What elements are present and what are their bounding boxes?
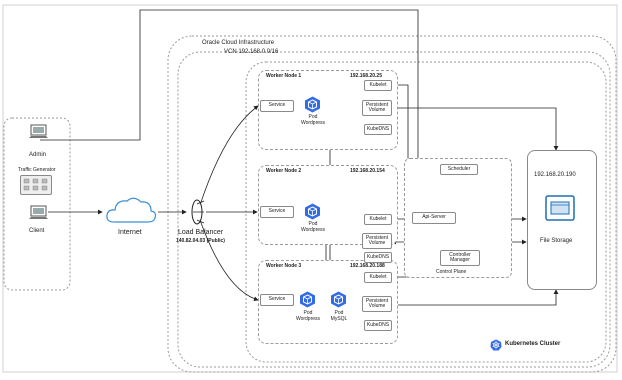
- worker-node-title: Worker Node 3: [266, 263, 302, 269]
- persistent-volume-box: Persistent Volume: [362, 100, 392, 116]
- cluster-label: Kubernetes Cluster: [505, 341, 561, 347]
- kubernetes-logo-icon: [490, 338, 502, 351]
- users-panel: [3, 117, 71, 291]
- traffic-generator-label: Traffic Generator: [18, 167, 56, 173]
- api-server-box: Api-Server: [412, 212, 456, 224]
- computer-icon: [28, 205, 50, 223]
- load-balancer-title: Load Balancer: [178, 229, 224, 236]
- control-plane-title: Control Plane: [436, 269, 467, 275]
- computer-icon: [28, 124, 50, 142]
- kubedns-box: KubeDNS: [364, 124, 392, 135]
- file-storage-ip: 192.168.20.190: [534, 172, 576, 178]
- controller-manager-box: Controller Manager: [440, 250, 480, 266]
- pod-label: Pod: [334, 310, 344, 316]
- pod-app-label: MySQL: [330, 316, 348, 322]
- pod-label: Pod: [303, 310, 313, 316]
- pod-label: Pod: [308, 114, 318, 120]
- traffic-generator-icon: [20, 175, 52, 195]
- pod-label: Pod: [308, 221, 318, 227]
- oci-label: Oracle Cloud Infrastructure: [202, 40, 275, 46]
- admin-route: [40, 9, 421, 201]
- service-box: Service: [260, 100, 294, 112]
- pod-app-label: Wordpress: [295, 316, 321, 322]
- kubelet-box: Kubelet: [364, 80, 392, 91]
- cluster-boundary: [245, 61, 607, 363]
- pod-app-label: Wordpress: [300, 120, 326, 126]
- kubelet-box: Kubelet: [364, 272, 392, 283]
- oci-boundary: [167, 35, 617, 373]
- admin-label: Admin: [29, 152, 47, 158]
- worker-node-2: [258, 165, 398, 245]
- kubernetes-pod-icon: [330, 291, 347, 308]
- internet-label: Internet: [118, 229, 142, 236]
- kubedns-box: KubeDNS: [364, 252, 392, 263]
- lb-to-service-3: [199, 219, 259, 302]
- worker-node-ip: 192.168.20.188: [350, 263, 385, 269]
- load-balancer-ip: 140.82.04.03 (Public): [176, 238, 225, 244]
- vcn-boundary: [177, 51, 611, 368]
- file-storage-label: File Storage: [540, 238, 573, 244]
- scheduler-box: Scheduler: [440, 164, 478, 175]
- kubedns-box: KubeDNS: [364, 320, 392, 331]
- client-label: Client: [29, 228, 45, 234]
- persistent-volume-box: Persistent Volume: [362, 233, 392, 249]
- kubernetes-pod-icon: [304, 96, 321, 113]
- worker-node-ip: 192.168.20.25: [350, 73, 382, 79]
- service-box: Service: [260, 206, 294, 218]
- vcn-label: VCN 192.168.0.0/16: [224, 49, 279, 55]
- kubelet-box: Kubelet: [364, 214, 392, 225]
- pod-app-label: Wordpress: [300, 227, 326, 233]
- load-balancer-icon: [186, 198, 208, 226]
- kubernetes-pod-icon: [299, 291, 316, 308]
- persistent-volume-box: Persistent Volume: [362, 296, 392, 312]
- worker-node-title: Worker Node 1: [266, 73, 302, 79]
- service-box: Service: [260, 294, 294, 306]
- cloud-icon: [104, 194, 158, 226]
- lb-to-service-1: [199, 105, 259, 206]
- file-storage-icon: [545, 195, 575, 221]
- worker-node-ip: 192.168.20.154: [350, 168, 385, 174]
- worker-node-title: Worker Node 2: [266, 168, 302, 174]
- kubernetes-pod-icon: [304, 203, 321, 220]
